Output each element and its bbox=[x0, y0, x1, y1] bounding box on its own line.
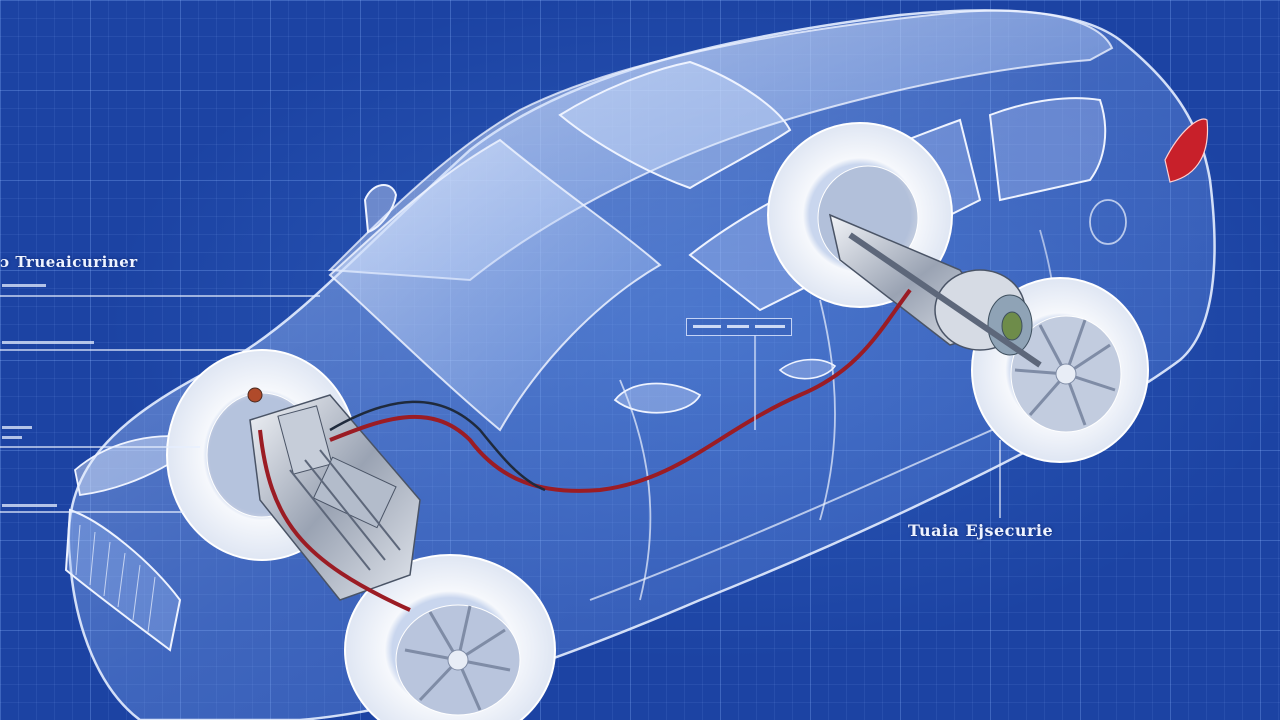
wheel-icon bbox=[971, 277, 1149, 463]
fuel-cap bbox=[1089, 199, 1127, 245]
callout-sublabel bbox=[2, 436, 22, 439]
callout-title-left: ɔ Trueaicuriner bbox=[0, 253, 138, 271]
callout-sublabel bbox=[2, 504, 57, 507]
callout-sublabel bbox=[2, 426, 32, 429]
engine-icon bbox=[247, 387, 421, 601]
callout-sublabel bbox=[2, 341, 94, 344]
rear-side-window bbox=[988, 97, 1107, 202]
sunroof bbox=[558, 60, 792, 190]
callout-box-center bbox=[686, 318, 792, 336]
door-handle bbox=[778, 358, 837, 380]
door-handle bbox=[613, 382, 702, 414]
windshield bbox=[328, 138, 662, 432]
high-voltage-cable bbox=[258, 429, 411, 612]
tail-light bbox=[1164, 118, 1209, 183]
wheel-icon bbox=[344, 554, 556, 720]
high-voltage-cable bbox=[329, 288, 912, 493]
callout-label-right: Tuaia Ejsecurie bbox=[908, 521, 1054, 540]
front-grille bbox=[64, 508, 182, 652]
signal-cable bbox=[329, 400, 546, 492]
side-mirror bbox=[363, 184, 398, 234]
motor-icon bbox=[828, 213, 1042, 368]
callout-sublabel bbox=[2, 284, 46, 287]
